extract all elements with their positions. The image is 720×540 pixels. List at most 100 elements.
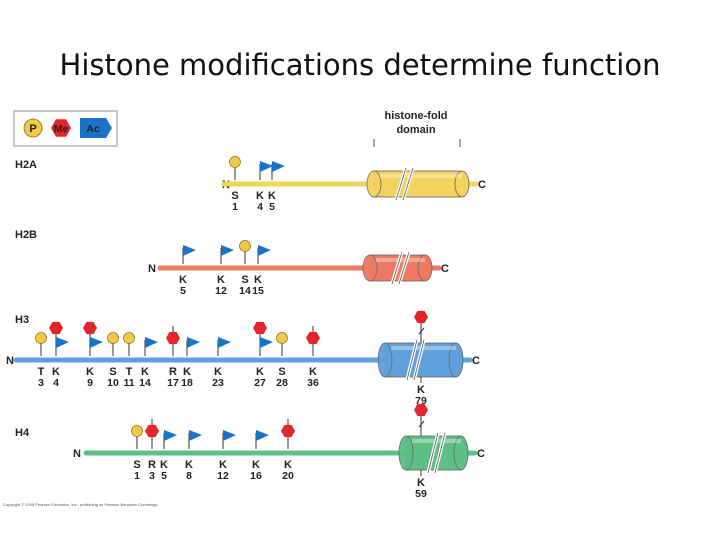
fold-site-residue-label: K bbox=[417, 477, 425, 489]
fold-domain-front bbox=[366, 170, 382, 198]
histone-h2a: H2ANCS1K4K5 bbox=[15, 156, 486, 213]
site-number-label: 5 bbox=[161, 470, 167, 482]
site-k20: K20 bbox=[281, 419, 295, 482]
fold-domain-highlight bbox=[380, 174, 462, 178]
site-number-label: 23 bbox=[212, 377, 224, 389]
site-phospho-mark bbox=[276, 332, 288, 344]
site-residue-label: K bbox=[185, 459, 193, 471]
c-terminus-label: C bbox=[478, 179, 486, 191]
fold-site-methyl-mark bbox=[414, 310, 428, 324]
site-residue-label: K bbox=[268, 190, 276, 202]
site-number-label: 14 bbox=[139, 377, 151, 389]
site-residue-label: R bbox=[148, 459, 156, 471]
site-acetyl-mark bbox=[223, 430, 236, 441]
site-residue-label: S bbox=[231, 190, 238, 202]
site-residue-label: K bbox=[86, 366, 94, 378]
site-acetyl-mark bbox=[272, 161, 285, 172]
site-phospho-mark bbox=[239, 240, 251, 252]
site-number-label: 20 bbox=[282, 470, 294, 482]
site-number-label: 3 bbox=[149, 470, 155, 482]
site-phospho-mark bbox=[229, 156, 241, 168]
site-k15: K15 bbox=[252, 245, 271, 297]
phospho-legend-icon bbox=[23, 118, 43, 138]
site-number-label: 14 bbox=[239, 285, 251, 297]
site-acetyl-mark bbox=[56, 337, 69, 348]
site-residue-label: S bbox=[109, 366, 116, 378]
site-k9: K9 bbox=[83, 321, 103, 389]
c-terminus-label: C bbox=[472, 355, 480, 367]
site-k23: K23 bbox=[212, 337, 231, 389]
site-number-label: 16 bbox=[250, 470, 262, 482]
site-k5: K5 bbox=[179, 245, 196, 297]
break-line-2 bbox=[402, 167, 414, 201]
site-number-label: 28 bbox=[276, 377, 288, 389]
fold-site-residue-label: K bbox=[417, 384, 425, 396]
site-methyl-mark bbox=[306, 331, 320, 345]
site-residue-label: K bbox=[219, 459, 227, 471]
site-s1: S1 bbox=[229, 156, 241, 213]
site-number-label: 4 bbox=[257, 201, 263, 213]
site-k4: K4 bbox=[256, 161, 273, 213]
site-number-label: 27 bbox=[254, 377, 266, 389]
site-residue-label: K bbox=[160, 459, 168, 471]
site-residue-label: K bbox=[52, 366, 60, 378]
site-s1: S1 bbox=[131, 425, 143, 482]
site-number-label: 10 bbox=[107, 377, 119, 389]
site-k5: K5 bbox=[268, 161, 285, 213]
fold-domain-front bbox=[362, 254, 378, 282]
site-acetyl-mark bbox=[218, 337, 231, 348]
site-acetyl-mark bbox=[187, 337, 200, 348]
site-acetyl-mark bbox=[221, 245, 234, 256]
copyright-notice: Copyright © 2008 Pearson Education, Inc.… bbox=[3, 502, 159, 507]
slide-title: Histone modifications determine function bbox=[59, 48, 661, 82]
site-methyl-mark bbox=[166, 331, 180, 345]
site-number-label: 15 bbox=[252, 285, 264, 297]
site-s14: S14 bbox=[239, 240, 251, 297]
fold-site-k79: K79 bbox=[414, 310, 428, 407]
site-acetyl-mark bbox=[183, 245, 196, 256]
site-r3: R3 bbox=[145, 419, 159, 482]
break-line-1 bbox=[395, 167, 407, 201]
site-t3: T3 bbox=[35, 332, 47, 389]
fold-site-break bbox=[418, 420, 425, 428]
site-methyl-mark bbox=[145, 424, 159, 438]
site-number-label: 3 bbox=[38, 377, 44, 389]
site-residue-label: K bbox=[256, 190, 264, 202]
acetyl-legend-label: Ac bbox=[86, 123, 100, 135]
methyl-legend-icon bbox=[51, 119, 71, 137]
site-number-label: 36 bbox=[307, 377, 319, 389]
site-methyl-mark bbox=[83, 321, 97, 335]
break-line-2 bbox=[398, 251, 410, 285]
break-line-1 bbox=[406, 339, 418, 381]
site-s10: S10 bbox=[107, 332, 119, 389]
site-s28: S28 bbox=[276, 332, 288, 389]
fold-site-number-label: 79 bbox=[415, 395, 427, 407]
site-phospho-mark bbox=[35, 332, 47, 344]
site-k12: K12 bbox=[217, 430, 236, 482]
methyl-legend-label: Me bbox=[54, 123, 69, 135]
site-methyl-mark bbox=[253, 321, 267, 335]
site-number-label: 4 bbox=[53, 377, 59, 389]
histone-name-h2b: H2B bbox=[15, 229, 37, 241]
site-methyl-mark bbox=[281, 424, 295, 438]
fold-label-line1: histone-fold bbox=[385, 110, 448, 122]
site-residue-label: K bbox=[256, 366, 264, 378]
fold-domain-end bbox=[417, 254, 433, 282]
fold-domain-front bbox=[377, 342, 393, 378]
acetyl-legend-icon bbox=[80, 118, 112, 138]
site-number-label: 17 bbox=[167, 377, 179, 389]
n-terminus-label: N bbox=[6, 355, 14, 367]
site-acetyl-mark bbox=[260, 161, 273, 172]
site-number-label: 8 bbox=[186, 470, 192, 482]
site-phospho-mark bbox=[131, 425, 143, 437]
break-line-1 bbox=[391, 251, 403, 285]
site-k16: K16 bbox=[250, 430, 269, 482]
phospho-legend-label: P bbox=[29, 123, 36, 135]
site-t11: T11 bbox=[123, 332, 135, 389]
site-acetyl-mark bbox=[260, 337, 273, 348]
site-number-label: 11 bbox=[123, 377, 134, 389]
